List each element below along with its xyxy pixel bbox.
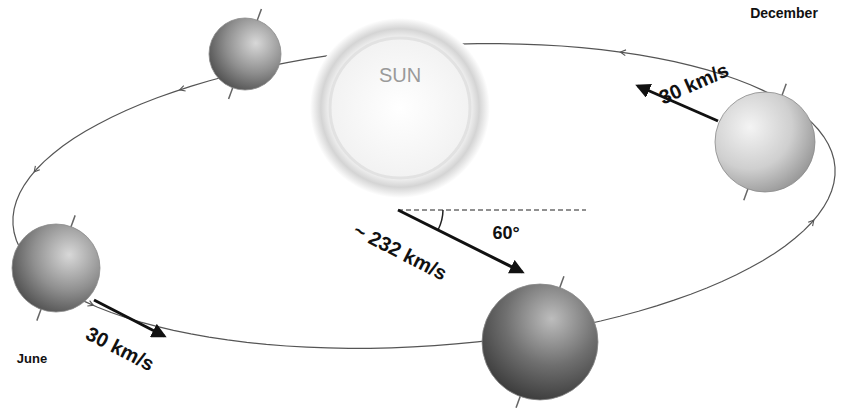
sun-shape	[310, 18, 490, 198]
earth-globe	[209, 18, 281, 90]
sun-circle: SUN	[310, 18, 490, 198]
angle-arc	[438, 210, 443, 230]
sun-label: SUN	[310, 18, 490, 87]
earth-globe	[715, 92, 815, 192]
orbit-direction-mark	[34, 166, 40, 172]
orbit-direction-mark	[180, 86, 186, 91]
month-label: December	[750, 5, 818, 21]
earth-globe	[12, 224, 100, 312]
orbit-direction-mark	[808, 220, 814, 226]
earth-globe	[482, 284, 598, 400]
velocity-label: 30 km/s	[82, 322, 158, 376]
angle-label: 60°	[492, 223, 519, 244]
orbit-direction-mark	[87, 301, 93, 306]
reference-line	[398, 209, 586, 210]
orbit-direction-mark	[620, 50, 626, 56]
month-label: June	[17, 351, 47, 366]
